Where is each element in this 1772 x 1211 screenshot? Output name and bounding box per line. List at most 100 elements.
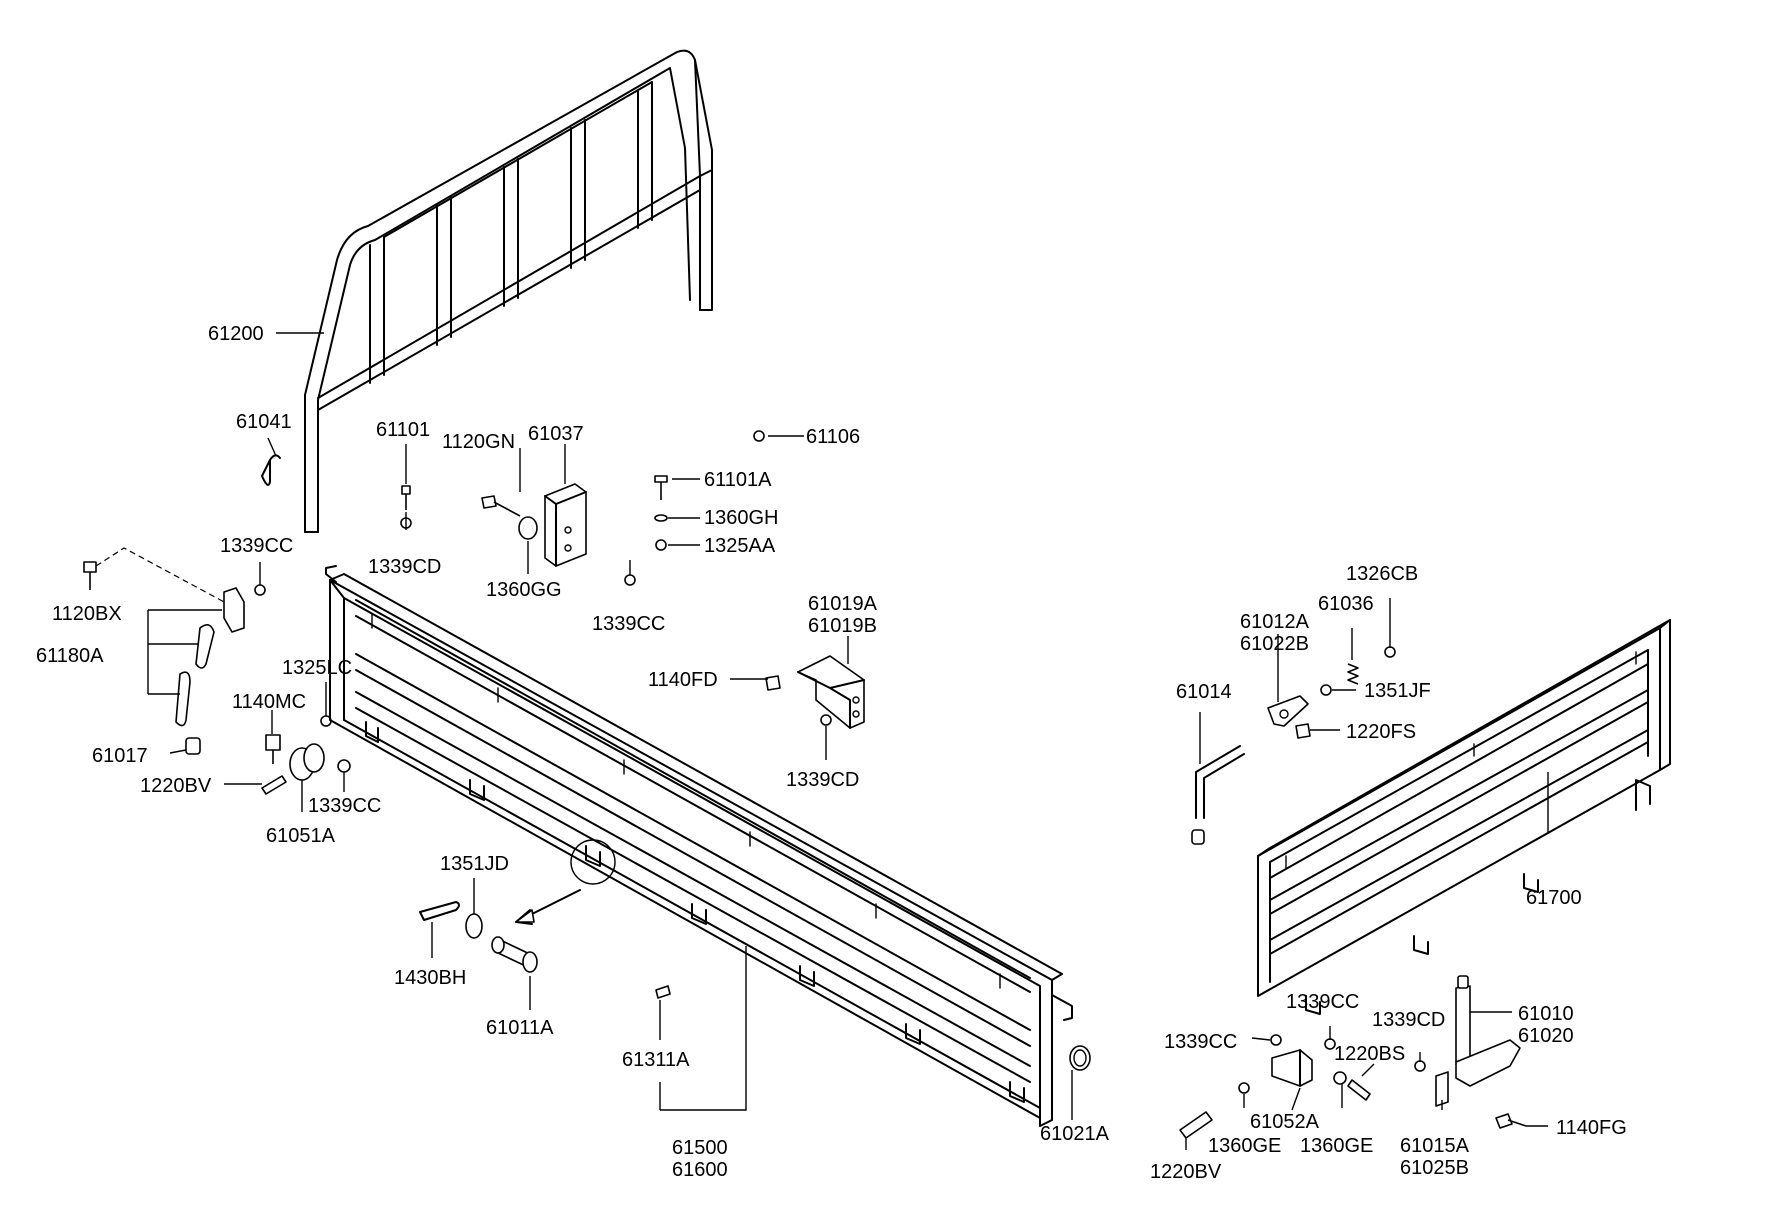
label-1360GG: 1360GG (486, 579, 562, 601)
label-1140FG: 1140FG (1556, 1117, 1627, 1139)
bolt-1140MC (265, 734, 281, 764)
bolt-61101A (654, 475, 668, 500)
bolt-1220BS (1347, 1079, 1371, 1101)
label-61600: 61600 (672, 1159, 728, 1181)
label-1220BV-b: 1220BV (1150, 1161, 1222, 1183)
label-61036: 61036 (1318, 593, 1374, 615)
detail-circle (570, 839, 616, 885)
bushing-61051A (289, 743, 325, 781)
label-1339CC-c: 1339CC (308, 795, 381, 817)
label-1351JD: 1351JD (440, 853, 509, 875)
label-61011A: 61011A (486, 1017, 554, 1039)
side-panel-61500 (325, 565, 1073, 1127)
label-1220BS: 1220BS (1334, 1043, 1405, 1065)
label-61010: 61010 (1518, 1003, 1574, 1025)
pin-61041 (261, 454, 281, 486)
label-61052A: 61052A (1250, 1111, 1320, 1133)
label-61019A: 61019A (808, 593, 878, 615)
bolt-1140FG (1495, 1113, 1527, 1129)
label-61019B: 61019B (808, 615, 877, 637)
label-1325LC: 1325LC (282, 657, 352, 679)
label-1430BH: 1430BH (394, 967, 466, 989)
label-1140MC: 1140MC (232, 691, 306, 713)
label-1140FD: 1140FD (648, 669, 718, 691)
label-61101A: 61101A (704, 469, 772, 491)
label-1339CD-b: 1339CD (786, 769, 859, 791)
bracket-61019 (797, 655, 865, 729)
label-61051A: 61051A (266, 825, 336, 847)
nut-61106 (753, 430, 765, 442)
nut-1351JF (1320, 684, 1332, 696)
washer-1360GE-a (1238, 1082, 1250, 1094)
label-1120BX: 1120BX (52, 603, 122, 625)
label-61500: 61500 (672, 1137, 728, 1159)
label-61700: 61700 (1526, 887, 1582, 909)
hinge-61015A (1435, 1071, 1449, 1107)
label-1325AA: 1325AA (704, 535, 776, 557)
hinge-61010 (1455, 975, 1521, 1087)
label-1339CD-a: 1339CD (368, 556, 441, 578)
bolt-1220BV-right (1179, 1111, 1213, 1139)
label-61180A: 61180A (36, 645, 104, 667)
bracket-61037 (544, 483, 587, 567)
label-61022B: 61022B (1240, 633, 1309, 655)
nut-1339CD-bracket (820, 714, 832, 726)
bracket-61052A (1271, 1049, 1313, 1087)
label-1339CC-b: 1339CC (592, 613, 665, 635)
label-61200: 61200 (208, 323, 264, 345)
bracket-61012A (1267, 695, 1309, 727)
washer-1360GG (518, 516, 538, 540)
nut-1339CC-lower (337, 759, 351, 773)
cap-61021A (1069, 1045, 1091, 1071)
label-61025B: 61025B (1400, 1157, 1469, 1179)
clip-1430BH (419, 901, 460, 921)
nut-1339CC-left (254, 584, 266, 596)
bolt-1220FS (1295, 723, 1311, 739)
label-61106: 61106 (806, 426, 860, 448)
label-61101: 61101 (376, 419, 430, 441)
nut-1325AA (655, 539, 667, 551)
label-61020: 61020 (1518, 1025, 1574, 1047)
rod-61014 (1191, 745, 1245, 845)
callout-labels: 61200 61041 61101 1120GN 61037 61106 611… (36, 323, 1627, 1183)
label-1360GH: 1360GH (704, 507, 779, 529)
nut-1326CB (1384, 646, 1396, 658)
spring-61036 (1347, 663, 1359, 685)
washer-1360GE-b (1333, 1071, 1347, 1085)
label-61021A: 61021A (1040, 1123, 1110, 1145)
label-1339CC-a: 1339CC (220, 535, 293, 557)
label-1220BV-a: 1220BV (140, 775, 212, 797)
pin-61011A (491, 936, 538, 973)
label-1339CD-c: 1339CD (1372, 1009, 1445, 1031)
label-1351JF: 1351JF (1364, 680, 1431, 702)
label-1339CC-d: 1339CC (1286, 991, 1359, 1013)
label-61037: 61037 (528, 423, 584, 445)
nut-1339CC-center (624, 574, 636, 586)
rear-panel-61700 (1257, 619, 1671, 1015)
label-61311A: 61311A (622, 1049, 690, 1071)
nut-1339CC-br (1270, 1034, 1282, 1046)
leader-lines (147, 332, 1549, 1150)
bolt-1220BV-left (261, 775, 287, 795)
headboard-frame (304, 49, 713, 533)
washer-1360GH (654, 514, 668, 522)
nut-1339CC-right (1414, 1060, 1426, 1072)
bolt-61101 (401, 485, 411, 510)
bolt-1140FD (765, 675, 781, 691)
label-1220FS: 1220FS (1346, 721, 1416, 743)
latch-hinge-group (83, 547, 245, 755)
label-61015A: 61015A (1400, 1135, 1470, 1157)
label-1120GN: 1120GN (442, 431, 515, 453)
label-61017: 61017 (92, 745, 148, 767)
label-1326CB: 1326CB (1346, 563, 1418, 585)
label-61012A: 61012A (1240, 611, 1310, 633)
bolt-1120GN (481, 495, 521, 517)
label-61041: 61041 (236, 411, 292, 433)
washer-1351JD (465, 913, 483, 939)
label-1360GE-a: 1360GE (1208, 1135, 1281, 1157)
label-1339CC-e: 1339CC (1164, 1031, 1237, 1053)
label-1360GE-b: 1360GE (1300, 1135, 1373, 1157)
label-61014: 61014 (1176, 681, 1232, 703)
